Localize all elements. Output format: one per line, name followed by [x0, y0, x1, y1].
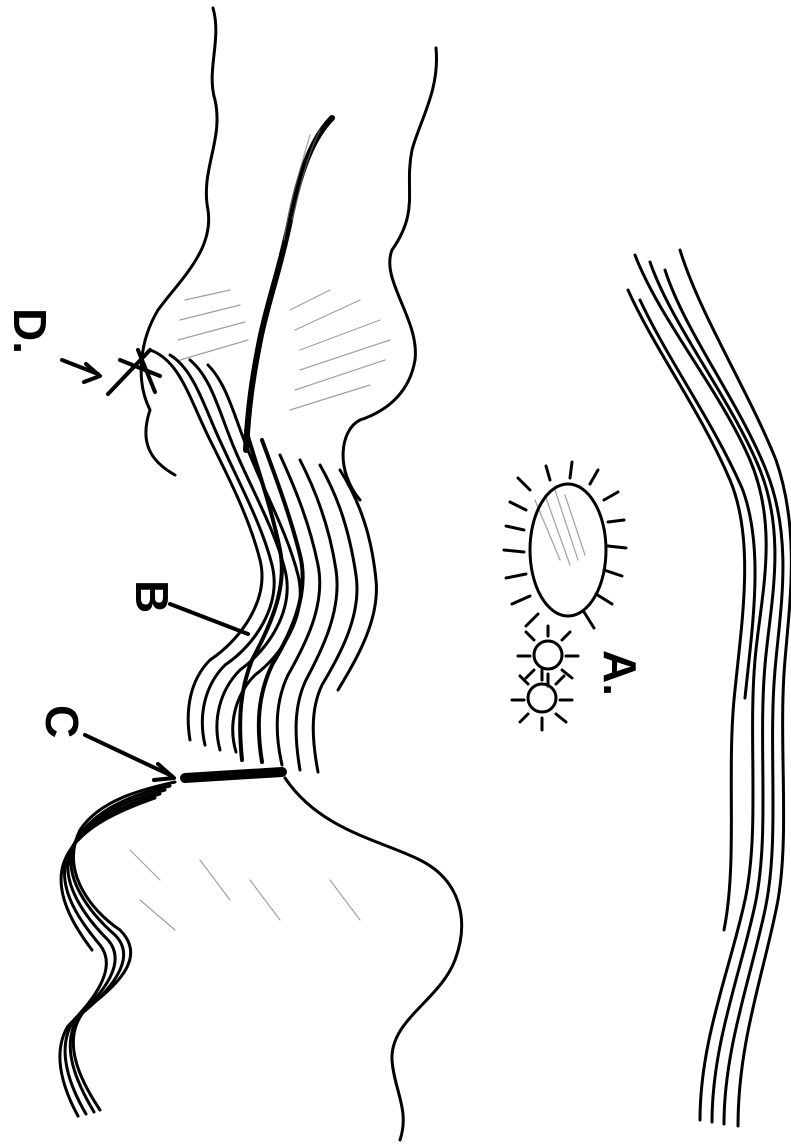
label-a: A. — [594, 650, 646, 696]
lower-left-bundle — [60, 782, 175, 1116]
middle-bundle — [150, 350, 376, 772]
c-bar — [185, 772, 282, 778]
right-bundle — [628, 250, 791, 1126]
label-c: C — [36, 705, 88, 738]
upper-trunk — [141, 8, 436, 500]
label-b: B — [126, 580, 178, 613]
lower-body — [130, 778, 462, 1140]
b-leader — [170, 604, 248, 634]
label-d: D. — [4, 308, 56, 354]
c-arrow — [85, 735, 172, 776]
d-marker — [108, 350, 160, 394]
